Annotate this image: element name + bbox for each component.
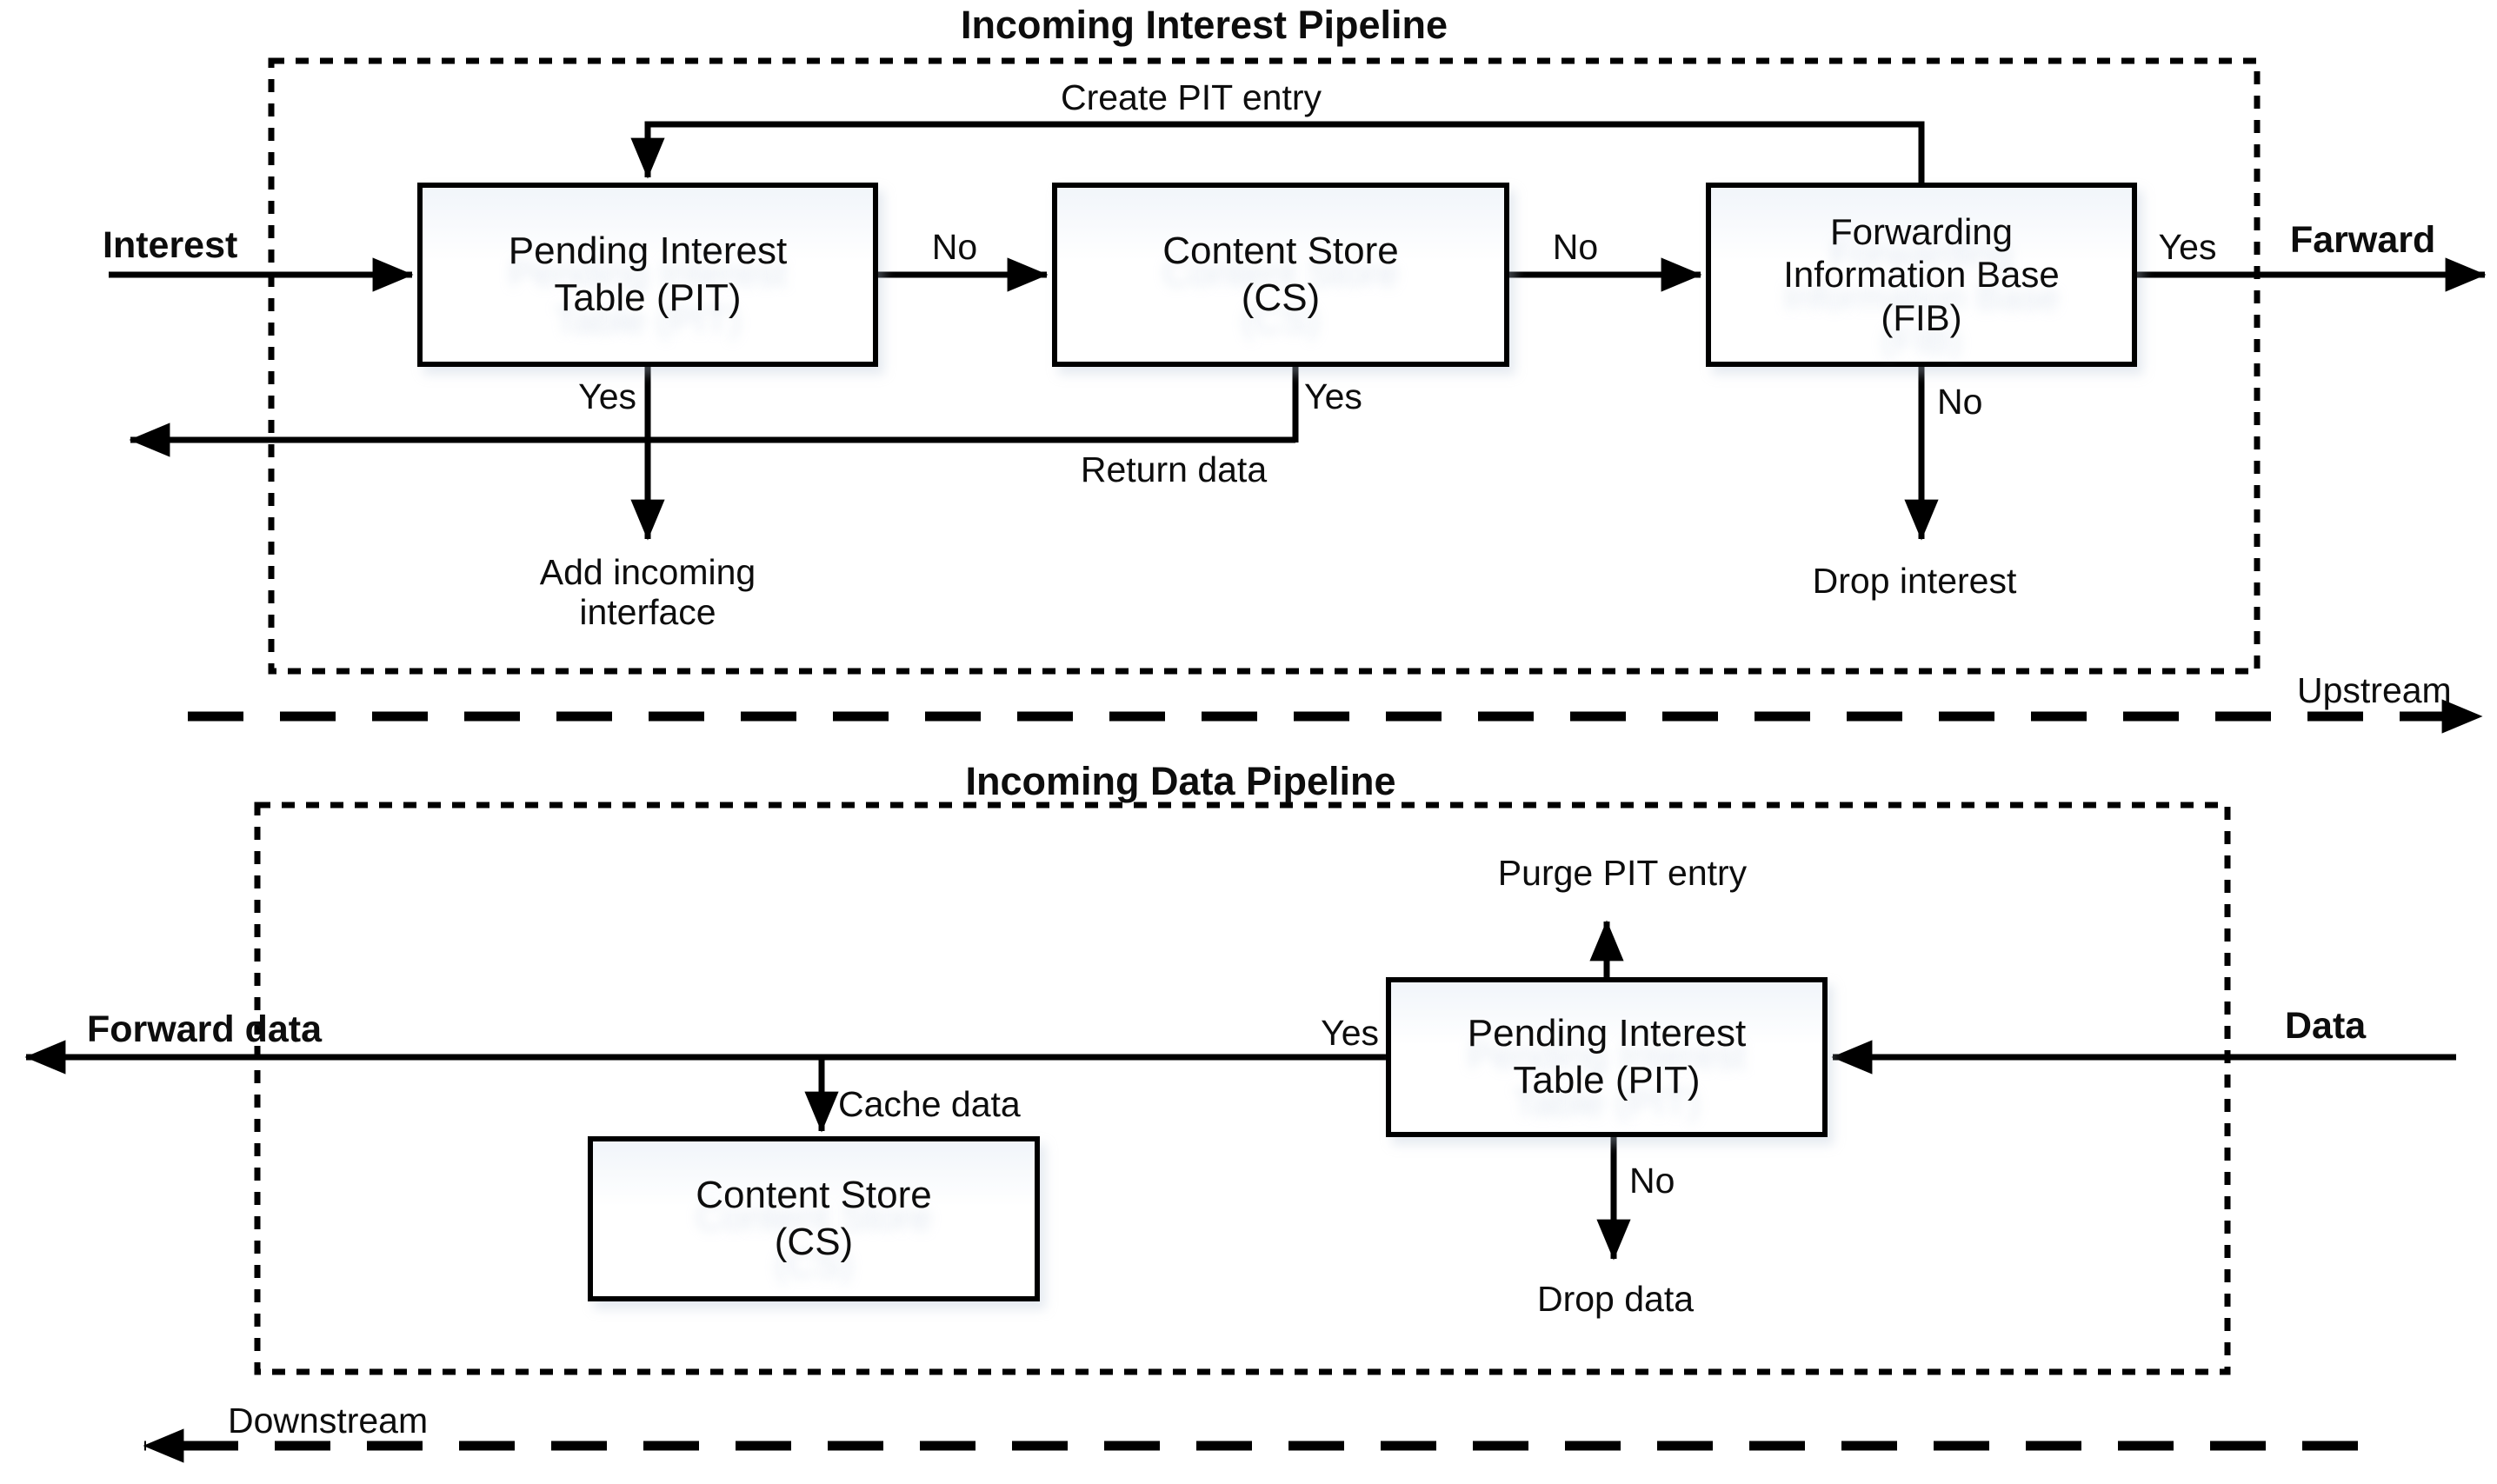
- pit-node-interest: Pending Interest Table (PIT): [417, 183, 878, 367]
- fib-no-label: No: [1937, 382, 1983, 422]
- interest-pipeline-title: Incoming Interest Pipeline: [960, 3, 1448, 47]
- cache-data-label: Cache data: [838, 1084, 1021, 1124]
- return-data-label: Return data: [1080, 449, 1268, 489]
- pit-node-data: Pending Interest Table (PIT): [1386, 977, 1828, 1137]
- fib-yes-label: Yes: [2158, 227, 2217, 267]
- upstream-label: Upstream: [2297, 670, 2452, 710]
- data-pipeline-border: [254, 802, 2231, 1375]
- cs-node-interest: Content Store (CS): [1052, 183, 1509, 367]
- create-pit-entry-label: Create PIT entry: [1060, 77, 1322, 117]
- pit-no-label: No: [1629, 1161, 1675, 1201]
- purge-pit-entry-label: Purge PIT entry: [1497, 853, 1748, 893]
- interest-input-label: Interest: [103, 224, 238, 266]
- fib-node: Forwarding Information Base (FIB): [1706, 183, 2137, 367]
- downstream-label: Downstream: [228, 1401, 429, 1441]
- create-pit-entry-connector: [630, 121, 1925, 184]
- pit-to-cs-label: No: [931, 227, 978, 267]
- cs-to-fib-label: No: [1552, 227, 1599, 267]
- data-input-label: Data: [2285, 1005, 2367, 1047]
- cs-yes-label: Yes: [1304, 376, 1362, 416]
- drop-interest-label: Drop interest: [1812, 561, 2017, 601]
- cs-node-data: Content Store (CS): [588, 1136, 1040, 1301]
- pit-match-yes-label: Yes: [1321, 1013, 1379, 1053]
- farward-output-label: Farward: [2290, 219, 2436, 261]
- data-pipeline-title: Incoming Data Pipeline: [965, 759, 1396, 803]
- interest-pipeline-border: [268, 57, 2261, 675]
- add-incoming-interface-label: Add incoming interface: [539, 552, 756, 632]
- drop-data-label: Drop data: [1536, 1279, 1695, 1319]
- pit-yes-label: Yes: [578, 376, 636, 416]
- forward-data-label: Forward data: [87, 1008, 322, 1050]
